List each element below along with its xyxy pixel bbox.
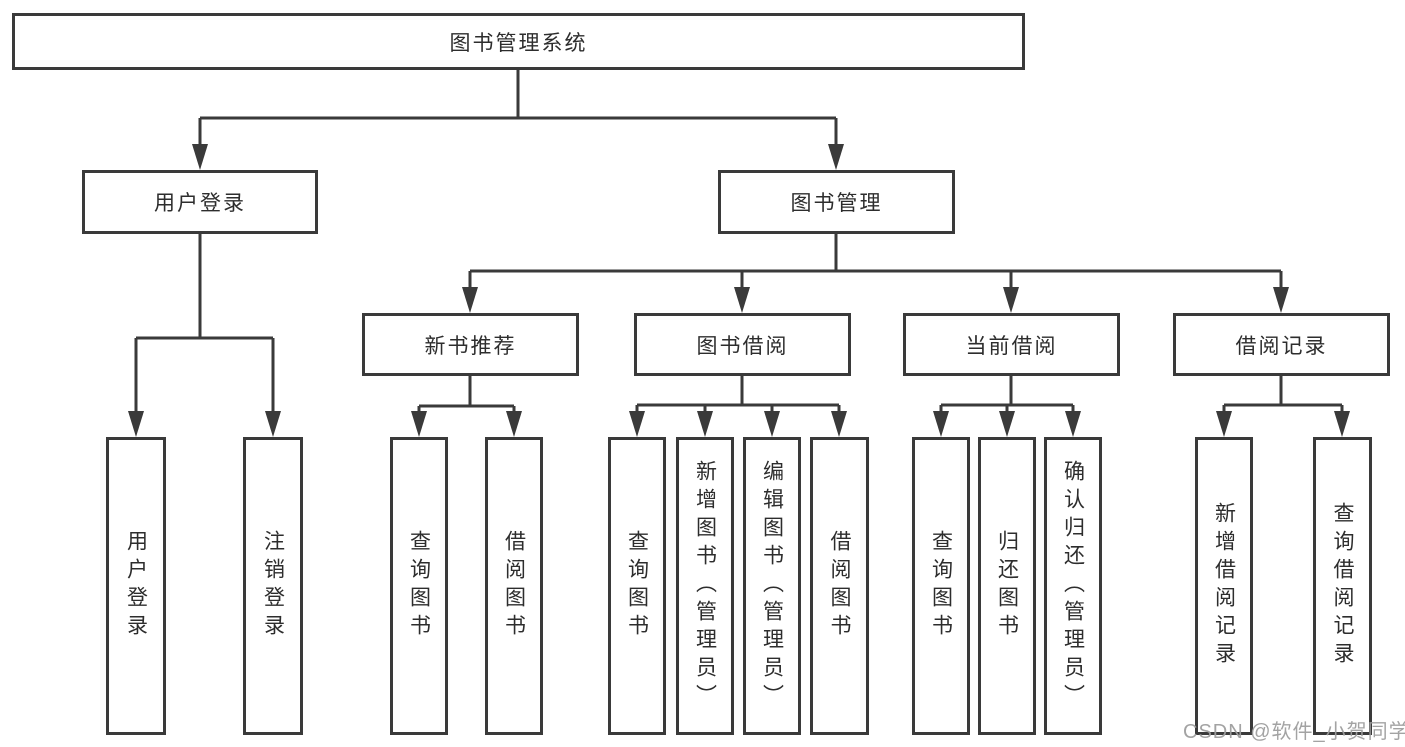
leaf-user-login-label: 用户登录 [124,530,148,642]
leaf-confirm-return-admin: 确认归还（管理员） [1044,437,1102,735]
leaf-logout: 注销登录 [243,437,303,735]
arrow-down-icon [764,411,780,437]
leaf-edit-books-admin-label: 编辑图书（管理员） [760,460,784,712]
leaf-return-books: 归还图书 [978,437,1036,735]
node-user-login-label: 用户登录 [154,192,246,215]
arrow-down-icon [831,411,847,437]
leaf-add-borrow-record-label: 新增借阅记录 [1212,502,1236,670]
leaf-borrow-books-label: 借阅图书 [828,530,852,642]
node-borrowing-records: 借阅记录 [1173,313,1390,376]
node-book-management: 图书管理 [718,170,955,234]
leaf-add-books-admin: 新增图书（管理员） [676,437,734,735]
node-book-borrowing: 图书借阅 [634,313,851,376]
leaf-confirm-return-admin-label: 确认归还（管理员） [1061,460,1085,712]
arrow-down-icon [1216,411,1232,437]
node-root-label: 图书管理系统 [449,31,588,55]
leaf-borrow-books: 借阅图书 [810,437,869,735]
watermark: CSDN @软件_小贺同学 [1183,721,1405,743]
arrow-down-icon [999,411,1015,437]
node-new-book-recommend-label: 新书推荐 [424,334,517,358]
leaf-borrow-books-recommend: 借阅图书 [485,437,543,735]
arrow-down-icon [1334,411,1350,437]
leaf-return-books-label: 归还图书 [995,530,1019,642]
node-book-borrowing-label: 图书借阅 [696,334,789,358]
leaf-query-borrow-record-label: 查询借阅记录 [1331,502,1355,670]
leaf-query-books-recommend-label: 查询图书 [407,530,431,642]
arrow-down-icon [1273,287,1289,313]
leaf-add-borrow-record: 新增借阅记录 [1195,437,1253,735]
node-new-book-recommend: 新书推荐 [362,313,579,376]
node-book-management-label: 图书管理 [790,192,883,215]
node-current-borrowing: 当前借阅 [903,313,1120,376]
connector-book-management [462,234,1289,313]
connector-user-login [128,234,281,437]
node-current-borrowing-label: 当前借阅 [965,334,1058,358]
arrow-down-icon [192,144,208,170]
connector-borrowing-records [1216,376,1350,437]
arrow-down-icon [828,144,844,170]
arrow-down-icon [128,411,144,437]
connector-new-book-recommend [411,376,522,437]
leaf-user-login: 用户登录 [106,437,166,735]
arrow-down-icon [1003,287,1019,313]
connector-current-borrowing [933,376,1081,437]
arrow-down-icon [734,287,750,313]
leaf-logout-label: 注销登录 [261,530,285,642]
leaf-query-books-borrowing: 查询图书 [608,437,666,735]
arrow-down-icon [462,287,478,313]
leaf-query-books-recommend: 查询图书 [390,437,448,735]
leaf-query-borrow-record: 查询借阅记录 [1313,437,1372,735]
leaf-query-books-borrowing-label: 查询图书 [625,530,649,642]
connector-book-borrowing [629,376,847,437]
connector-root [192,70,844,170]
leaf-query-books-current-label: 查询图书 [929,530,953,642]
arrow-down-icon [1065,411,1081,437]
leaf-query-books-current: 查询图书 [912,437,970,735]
leaf-add-books-admin-label: 新增图书（管理员） [693,460,717,712]
arrow-down-icon [506,411,522,437]
arrow-down-icon [265,411,281,437]
arrow-down-icon [629,411,645,437]
arrow-down-icon [697,411,713,437]
arrow-down-icon [411,411,427,437]
leaf-borrow-books-recommend-label: 借阅图书 [502,530,526,642]
node-root: 图书管理系统 [12,13,1025,70]
arrow-down-icon [933,411,949,437]
node-user-login: 用户登录 [82,170,318,234]
node-borrowing-records-label: 借阅记录 [1235,334,1328,358]
leaf-edit-books-admin: 编辑图书（管理员） [743,437,801,735]
